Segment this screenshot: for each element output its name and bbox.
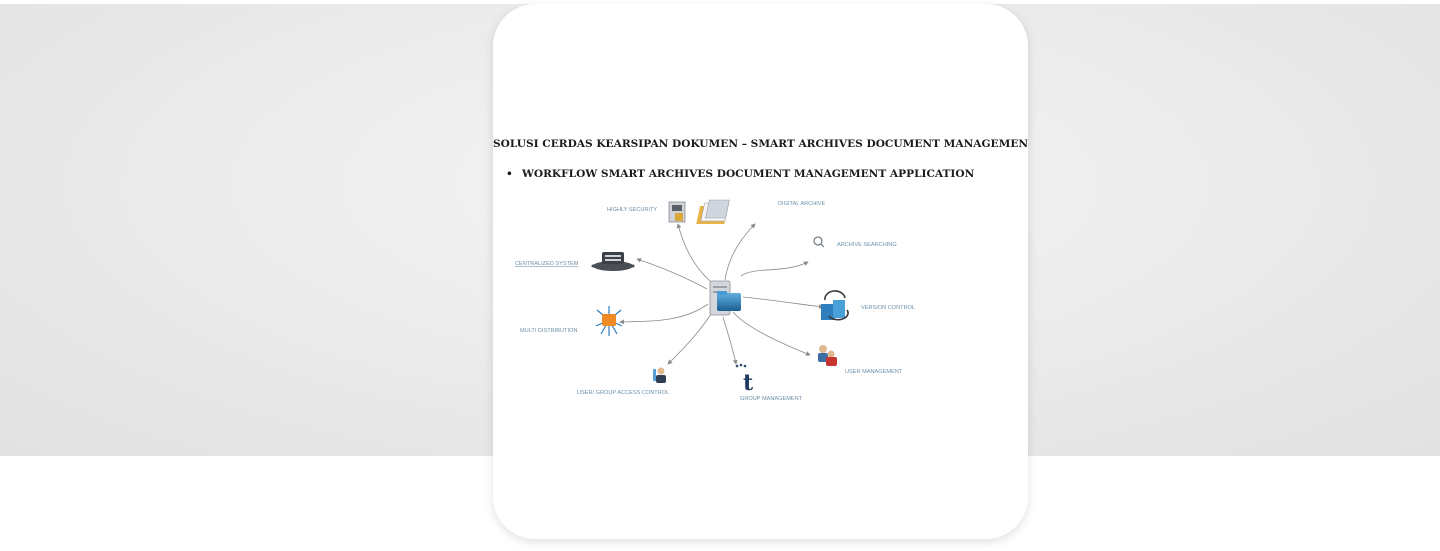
bullet-icon: • — [506, 168, 513, 180]
arrow-user-management — [732, 311, 811, 356]
workflow-diagram: HIGHLY SECURITY DIGITAL ARCHIVE ARCHIVE … — [515, 199, 915, 402]
group-t-icon: t — [735, 363, 754, 396]
node-label-multi-distribution: MULTI DISTRIBUTION — [520, 328, 577, 334]
users-icon — [818, 345, 837, 366]
arrow-multi-distribution — [619, 303, 709, 325]
node-label-centralized: CENTRALIZED SYSTEM — [515, 261, 579, 267]
search-icon — [813, 236, 825, 248]
arrow-digital-archive — [724, 223, 756, 281]
distribution-icon — [595, 306, 623, 336]
gear-server-icon — [591, 252, 635, 271]
node-label-highly-security: HIGHLY SECURITY — [607, 207, 657, 213]
sync-icon — [821, 290, 849, 321]
bullet-text: WORKFLOW SMART ARCHIVES DOCUMENT MANAGEM… — [522, 168, 975, 180]
node-label-archive-searching: ARCHIVE SEARCHING — [837, 242, 897, 248]
arrow-version-control — [742, 296, 824, 309]
document-card: SOLUSI CERDAS KEARSIPAN DOKUMEN – SMART … — [493, 4, 1028, 539]
node-label-version-control: VERSION CONTROL — [861, 305, 915, 311]
folders-icon — [696, 199, 730, 224]
document-title: SOLUSI CERDAS KEARSIPAN DOKUMEN – SMART … — [493, 138, 1028, 150]
node-label-group-management: GROUP MANAGEMENT — [740, 396, 803, 402]
connector-arrows — [619, 223, 824, 365]
printer-lock-icon — [668, 201, 686, 223]
arrow-access-control — [667, 313, 712, 365]
arrow-archive-searching — [740, 261, 809, 277]
bullet-item: • WORKFLOW SMART ARCHIVES DOCUMENT MANAGE… — [506, 168, 974, 180]
user-access-icon — [653, 367, 666, 383]
node-label-user-management: USER MANAGEMENT — [845, 369, 903, 375]
arrow-group-management — [722, 316, 738, 365]
node-label-digital-archive: DIGITAL ARCHIVE — [778, 201, 826, 207]
arrow-highly-security — [676, 223, 712, 283]
arrow-centralized — [636, 257, 708, 290]
svg-text:t: t — [743, 370, 754, 396]
node-label-access-control: USER/ GROUP ACCESS CONTROL — [577, 390, 669, 396]
server-folder-icon — [709, 280, 741, 316]
